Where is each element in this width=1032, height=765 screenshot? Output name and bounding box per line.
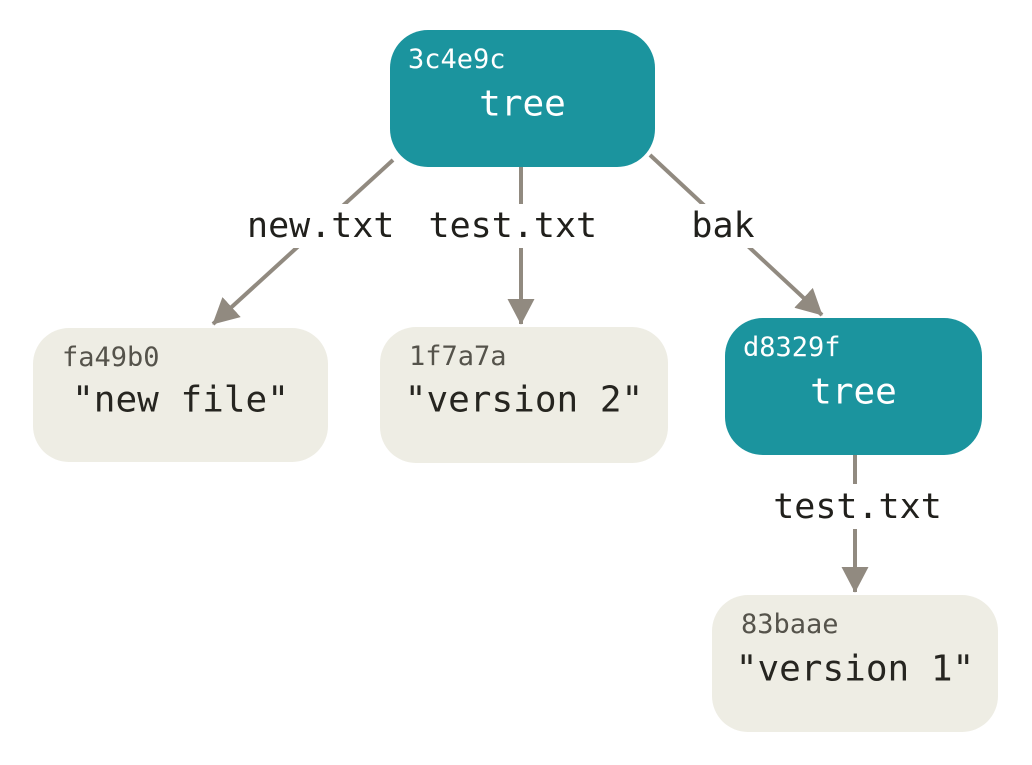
- node-hash: 3c4e9c: [408, 44, 506, 75]
- blob-node-1f7a7a: 1f7a7a "version 2": [380, 327, 668, 463]
- blob-node-fa49b0: fa49b0 "new file": [33, 328, 328, 462]
- blob-content-label: "version 1": [735, 648, 975, 690]
- edge-label-bak: bak: [691, 206, 755, 246]
- edge-label-testtxt-lower: test.txt: [773, 486, 942, 527]
- blob-content-label: "new file": [72, 379, 289, 421]
- node-hash: 83baae: [741, 609, 839, 640]
- blob-content-label: "version 2": [404, 379, 644, 421]
- node-type-label: tree: [479, 83, 566, 125]
- edge-label-bar-newtxt-testtxt: new.txt test.txt: [240, 204, 632, 248]
- blob-node-83baae: 83baae "version 1": [712, 595, 998, 732]
- node-type-label: tree: [810, 371, 897, 413]
- node-hash: fa49b0: [62, 342, 160, 373]
- edge-label-testtxt: test.txt: [428, 206, 598, 246]
- tree-node-d8329f: d8329f tree: [725, 318, 982, 455]
- edge-label-bar-bak: bak: [672, 204, 774, 248]
- edge-label-newtxt: new.txt: [247, 206, 395, 246]
- node-hash: d8329f: [743, 332, 841, 363]
- edge-label-bar-testtxt-lower: test.txt: [717, 484, 998, 529]
- node-hash: 1f7a7a: [409, 341, 507, 372]
- tree-node-3c4e9c: 3c4e9c tree: [390, 30, 655, 167]
